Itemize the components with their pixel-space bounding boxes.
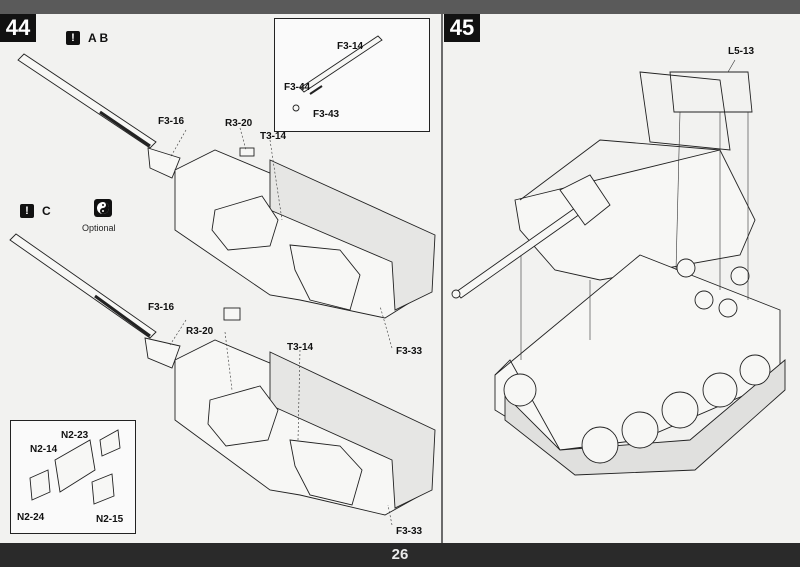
optional-label: Optional xyxy=(82,223,116,233)
label-f3-44: F3-44 xyxy=(284,82,311,93)
step-45-number: 45 xyxy=(444,14,480,42)
attention-icon: ! xyxy=(20,204,34,218)
label-l5-13: L5-13 xyxy=(728,46,755,57)
bottom-border xyxy=(0,543,800,567)
page-divider xyxy=(441,14,443,543)
label-n2-14: N2-14 xyxy=(30,444,58,455)
page-number: 26 xyxy=(391,546,409,563)
variant-ab-note: A B xyxy=(88,31,109,45)
attention-icon: ! xyxy=(66,31,80,45)
label-f3-33-top: F3-33 xyxy=(396,346,423,357)
label-n2-15: N2-15 xyxy=(96,514,124,525)
optional-yinyang-icon xyxy=(94,199,112,217)
step-44-number: 44 xyxy=(0,14,36,42)
label-f3-16-top: F3-16 xyxy=(158,116,185,127)
label-f3-33-bottom: F3-33 xyxy=(396,526,423,537)
variant-c-note: C xyxy=(42,204,51,218)
label-f3-14: F3-14 xyxy=(337,41,364,52)
label-r3-20-top: R3-20 xyxy=(225,118,253,129)
label-t3-14-bottom: T3-14 xyxy=(287,342,314,353)
label-f3-43: F3-43 xyxy=(313,109,340,120)
label-n2-23: N2-23 xyxy=(61,430,89,441)
top-border xyxy=(0,0,800,14)
barrel-detail-inset xyxy=(274,18,430,132)
label-n2-24: N2-24 xyxy=(17,512,45,523)
label-t3-14-top: T3-14 xyxy=(260,131,287,142)
label-r3-20-bottom: R3-20 xyxy=(186,326,214,337)
label-f3-16-bottom: F3-16 xyxy=(148,302,175,313)
